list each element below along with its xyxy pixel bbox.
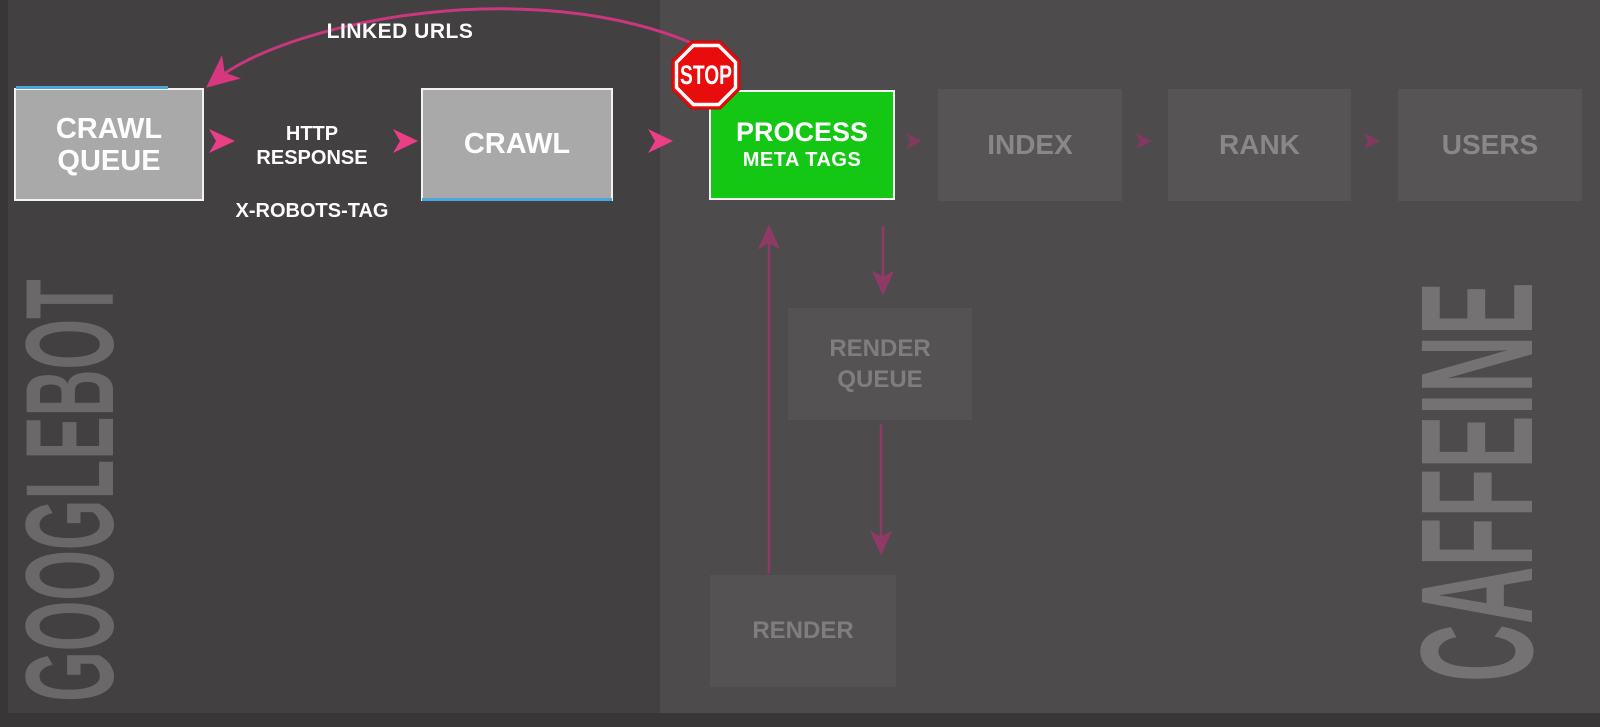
- process-meta-tags-box[interactable]: PROCESS META TAGS: [709, 90, 895, 200]
- x-robots-tag-label[interactable]: X-ROBOTS-TAG: [235, 200, 389, 222]
- crawl-queue-label-line1: CRAWL: [55, 112, 163, 145]
- render-box[interactable]: RENDER: [710, 575, 896, 687]
- left-frame-edge: [0, 0, 8, 727]
- render-queue-label-line1: RENDER: [829, 335, 931, 362]
- process-sublabel: META TAGS: [742, 149, 862, 171]
- index-box[interactable]: INDEX: [938, 89, 1122, 201]
- crawl-queue-label-line2: QUEUE: [57, 144, 161, 177]
- process-label: PROCESS: [735, 117, 869, 147]
- selection-highlight-crawl: [422, 198, 612, 201]
- rank-label: RANK: [1219, 129, 1300, 160]
- stop-sign-inner-ring: [674, 43, 738, 107]
- stop-sign-text: STOP: [680, 60, 732, 90]
- render-queue-box[interactable]: RENDER QUEUE: [788, 308, 972, 420]
- stop-sign-octagon: [671, 40, 741, 110]
- bottom-frame-edge: [0, 713, 1600, 727]
- crawl-box[interactable]: CRAWL: [421, 88, 613, 201]
- http-response-line2: RESPONSE: [256, 147, 368, 169]
- stop-sign[interactable]: STOP: [671, 40, 741, 110]
- users-box[interactable]: USERS: [1398, 89, 1582, 201]
- crawl-label: CRAWL: [463, 128, 571, 160]
- rank-box[interactable]: RANK: [1168, 89, 1351, 201]
- http-response-line1: HTTP: [285, 123, 339, 145]
- linked-urls-label[interactable]: LINKED URLS: [326, 20, 474, 43]
- http-response-label[interactable]: HTTP RESPONSE: [227, 122, 397, 170]
- render-label: RENDER: [752, 617, 854, 644]
- render-queue-label-line2: QUEUE: [837, 366, 923, 393]
- crawl-queue-box[interactable]: CRAWL QUEUE: [14, 88, 204, 201]
- index-label: INDEX: [987, 129, 1073, 160]
- selection-highlight-crawl-queue: [16, 86, 168, 89]
- users-label: USERS: [1441, 129, 1539, 160]
